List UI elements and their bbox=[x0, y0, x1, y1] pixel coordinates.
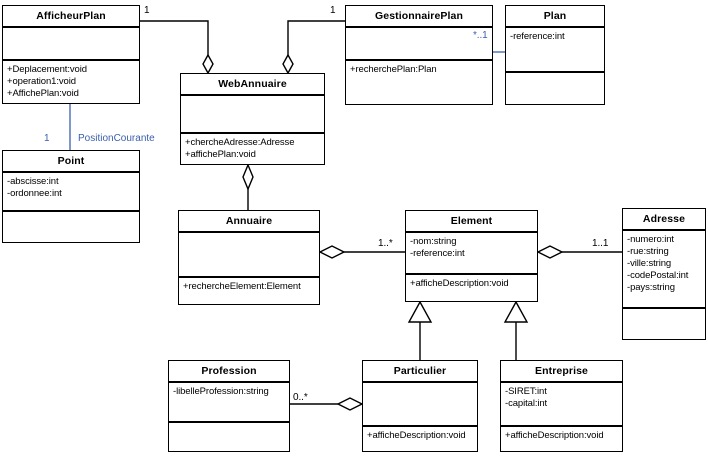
class-operations-profession bbox=[169, 423, 289, 451]
class-attributes-webannuaire bbox=[181, 96, 324, 134]
attribute: -codePostal:int bbox=[627, 270, 689, 281]
operation: +afficheDescription:void bbox=[505, 430, 604, 441]
class-attributes-gestionnaireplan bbox=[346, 28, 492, 61]
attribute: -capital:int bbox=[505, 398, 548, 409]
attribute: -ordonnee:int bbox=[7, 188, 62, 199]
class-afficheurplan[interactable]: AfficheurPlan +Deplacement:void +operati… bbox=[2, 5, 140, 104]
class-operations-webannuaire: +chercheAdresse:Adresse +affichePlan:voi… bbox=[181, 134, 324, 164]
class-attributes-afficheurplan bbox=[3, 28, 139, 61]
attribute: -reference:int bbox=[410, 248, 465, 259]
class-attributes-adresse: -numero:int -rue:string -ville:string -c… bbox=[623, 231, 705, 309]
edge-webannuaire-annuaire bbox=[242, 163, 254, 210]
attribute: -libelleProfession:string bbox=[173, 386, 269, 397]
class-name-annuaire: Annuaire bbox=[179, 211, 319, 233]
class-name-point: Point bbox=[3, 151, 139, 173]
class-attributes-annuaire bbox=[179, 233, 319, 278]
edge-element-adresse bbox=[536, 245, 622, 259]
class-operations-particulier: +afficheDescription:void bbox=[363, 427, 477, 451]
class-adresse[interactable]: Adresse -numero:int -rue:string -ville:s… bbox=[622, 208, 706, 340]
class-annuaire[interactable]: Annuaire +rechercheElement:Element bbox=[178, 210, 320, 305]
attribute: -numero:int bbox=[627, 234, 674, 245]
operation: +affichePlan:void bbox=[185, 149, 256, 160]
operation: +operation1:void bbox=[7, 76, 76, 87]
attribute: -SIRET:int bbox=[505, 386, 547, 397]
class-attributes-plan: -reference:int bbox=[506, 28, 604, 73]
class-attributes-profession: -libelleProfession:string bbox=[169, 383, 289, 423]
class-name-plan: Plan bbox=[506, 6, 604, 28]
class-name-webannuaire: WebAnnuaire bbox=[181, 74, 324, 96]
edge-particulier-element bbox=[407, 300, 433, 360]
class-operations-element: +afficheDescription:void bbox=[406, 275, 537, 301]
class-operations-annuaire: +rechercheElement:Element bbox=[179, 278, 319, 304]
class-operations-plan bbox=[506, 73, 604, 104]
class-name-profession: Profession bbox=[169, 361, 289, 383]
operation: +chercheAdresse:Adresse bbox=[185, 137, 295, 148]
operation: +recherchePlan:Plan bbox=[350, 64, 437, 75]
multiplicity-annuaire-element: 1..* bbox=[378, 238, 393, 249]
class-profession[interactable]: Profession -libelleProfession:string bbox=[168, 360, 290, 452]
attribute: -ville:string bbox=[627, 258, 672, 269]
attribute: -nom:string bbox=[410, 236, 457, 247]
role-label-positioncourante: PositionCourante bbox=[78, 133, 155, 144]
edge-gestionnaireplan-webannuaire bbox=[282, 20, 345, 75]
multiplicity-profession-particulier: 0..* bbox=[293, 392, 308, 403]
class-operations-gestionnaireplan: +recherchePlan:Plan bbox=[346, 61, 492, 104]
class-name-adresse: Adresse bbox=[623, 209, 705, 231]
operation: +afficheDescription:void bbox=[367, 430, 466, 441]
class-attributes-element: -nom:string -reference:int bbox=[406, 233, 537, 275]
class-gestionnaireplan[interactable]: GestionnairePlan +recherchePlan:Plan bbox=[345, 5, 493, 105]
edge-afficheurplan-webannuaire bbox=[140, 20, 214, 75]
class-attributes-particulier bbox=[363, 383, 477, 427]
operation: +AffichePlan:void bbox=[7, 88, 79, 99]
class-webannuaire[interactable]: WebAnnuaire +chercheAdresse:Adresse +aff… bbox=[180, 73, 325, 165]
multiplicity-gestionnaireplan-plan: *..1 bbox=[473, 30, 488, 41]
class-attributes-point: -abscisse:int -ordonnee:int bbox=[3, 173, 139, 212]
class-operations-point bbox=[3, 212, 139, 242]
class-point[interactable]: Point -abscisse:int -ordonnee:int bbox=[2, 150, 140, 243]
class-operations-afficheurplan: +Deplacement:void +operation1:void +Affi… bbox=[3, 61, 139, 103]
class-plan[interactable]: Plan -reference:int bbox=[505, 5, 605, 105]
edge-entreprise-element bbox=[503, 300, 529, 360]
multiplicity-afficheurplan-webannuaire: 1 bbox=[144, 5, 150, 16]
class-name-element: Element bbox=[406, 211, 537, 233]
class-name-particulier: Particulier bbox=[363, 361, 477, 383]
operation: +rechercheElement:Element bbox=[183, 281, 301, 292]
attribute: -pays:string bbox=[627, 282, 675, 293]
class-operations-entreprise: +afficheDescription:void bbox=[501, 427, 622, 451]
class-operations-adresse bbox=[623, 309, 705, 339]
class-entreprise[interactable]: Entreprise -SIRET:int -capital:int +affi… bbox=[500, 360, 623, 452]
operation: +afficheDescription:void bbox=[410, 278, 509, 289]
class-name-entreprise: Entreprise bbox=[501, 361, 622, 383]
attribute: -reference:int bbox=[510, 31, 565, 42]
attribute: -abscisse:int bbox=[7, 176, 59, 187]
class-name-afficheurplan: AfficheurPlan bbox=[3, 6, 139, 28]
multiplicity-element-adresse: 1..1 bbox=[592, 238, 609, 249]
class-attributes-entreprise: -SIRET:int -capital:int bbox=[501, 383, 622, 427]
multiplicity-afficheurplan-point: 1 bbox=[44, 133, 50, 144]
attribute: -rue:string bbox=[627, 246, 669, 257]
class-particulier[interactable]: Particulier +afficheDescription:void bbox=[362, 360, 478, 452]
operation: +Deplacement:void bbox=[7, 64, 87, 75]
class-name-gestionnaireplan: GestionnairePlan bbox=[346, 6, 492, 28]
class-element[interactable]: Element -nom:string -reference:int +affi… bbox=[405, 210, 538, 302]
multiplicity-gestionnaireplan-webannuaire: 1 bbox=[330, 5, 336, 16]
